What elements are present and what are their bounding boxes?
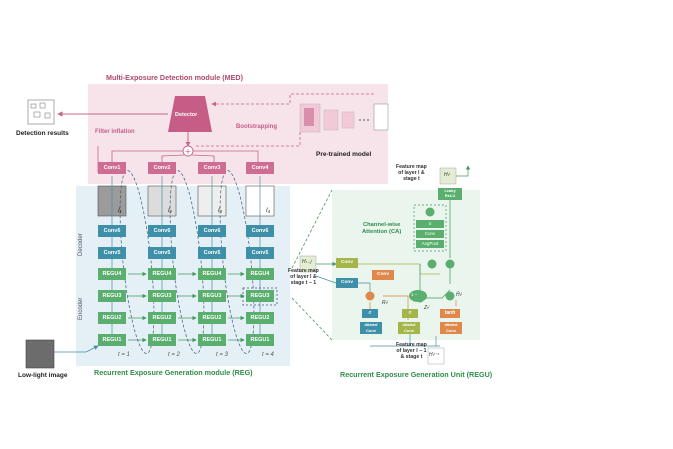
time-label-3: t = 3 — [216, 352, 228, 358]
regu4-block-col3: REGU4 — [198, 268, 226, 280]
regu-conv-orange: Conv — [372, 270, 394, 280]
regu1-block-col1: REGU1 — [98, 334, 126, 346]
conv3-block: Conv3 — [198, 162, 226, 174]
conv5-block-col4: Conv5 — [246, 247, 274, 259]
time-label-2: t = 2 — [168, 352, 180, 358]
h-hat-label: Ĥₜˡ — [456, 292, 462, 298]
conv6-block-col1: Conv6 — [98, 225, 126, 237]
img-label-3: I₃ — [218, 208, 223, 214]
regu1-block-col4: REGU1 — [246, 334, 274, 346]
regu1-block-col3: REGU1 — [198, 334, 226, 346]
pretrained-model-graphic — [299, 103, 389, 133]
ca-label: Channel-wise Attention (CA) — [362, 222, 402, 235]
regu-title: Recurrent Exposure Generation Unit (REGU… — [340, 370, 493, 379]
conv5-block-col2: Conv5 — [148, 247, 176, 259]
regu3-block-col1: REGU3 — [98, 290, 126, 302]
img-label-4: I₄ — [266, 208, 271, 214]
dilated-conv-1: dilated Conv — [360, 322, 382, 334]
time-label-1: t = 1 — [118, 352, 130, 358]
conv6-block-col2: Conv6 — [148, 225, 176, 237]
regu3-block-col3: REGU3 — [198, 290, 226, 302]
filter-inflation-label: Filter inflation — [95, 129, 135, 135]
regu2-block-col2: REGU2 — [148, 312, 176, 324]
regu1-block-col2: REGU1 — [148, 334, 176, 346]
img-label-2: I₂ — [168, 208, 172, 214]
conv5-block-col1: Conv5 — [98, 247, 126, 259]
low-light-image — [25, 339, 55, 369]
regu-conv-olive: Conv — [336, 258, 358, 268]
regu2-block-col4: REGU2 — [246, 312, 274, 324]
time-label-4: t = 4 — [262, 352, 274, 358]
z-label: Zₜˡ — [424, 305, 429, 311]
ca-conv-block: Conv — [416, 230, 444, 238]
bootstrapping-label: Bootstrapping — [236, 124, 277, 130]
ca-avgpool-block: AvgPool — [416, 240, 444, 248]
conv4-block: Conv4 — [246, 162, 274, 174]
svg-text:+: + — [185, 147, 192, 156]
regu2-block-col1: REGU2 — [98, 312, 126, 324]
dilated-conv-3: dilated Conv — [440, 322, 462, 334]
regu2-block-col3: REGU2 — [198, 312, 226, 324]
fm-prev-layer-label: Feature map of layer l − 1 & stage t — [396, 342, 427, 360]
dilated-conv-2: dilated Conv — [398, 322, 420, 334]
conv5-block-col3: Conv5 — [198, 247, 226, 259]
img-label-1: I₁ — [118, 208, 122, 214]
regu-conv-teal: Conv — [336, 278, 358, 288]
pretrained-label: Pre-trained model — [316, 151, 372, 158]
detection-results-label: Detection results — [16, 130, 69, 137]
one-minus-op: 1 − — [411, 292, 418, 297]
fm-out-label: Feature map of layer l & stage t — [396, 164, 427, 182]
conv6-block-col4: Conv6 — [246, 225, 274, 237]
h-lower-label: Hₜˡ⁻¹ — [429, 352, 439, 358]
regu-unit-diagram — [299, 165, 471, 365]
regu4-block-col4: REGU4 — [246, 268, 274, 280]
reg-title: Recurrent Exposure Generation module (RE… — [94, 368, 253, 377]
leaky-relu-block: Leaky ReLU — [438, 188, 462, 200]
detector-label: Detector — [175, 112, 198, 118]
sigma-block-1: σ — [362, 309, 378, 318]
detection-results-image — [27, 99, 55, 125]
h-prev-label: Hₜ₋₁ˡ — [302, 259, 312, 265]
regu3-block-col4: REGU3 — [246, 290, 274, 302]
sigma-block-2: σ — [402, 309, 418, 318]
tanh-block: tanh — [440, 309, 460, 318]
conv2-block: Conv2 — [148, 162, 176, 174]
fm-prev-stage-label: Feature map of layer l & stage t − 1 — [288, 268, 319, 286]
conv1-block: Conv1 — [98, 162, 126, 174]
low-light-label: Low-light image — [18, 372, 68, 379]
regu4-block-col1: REGU4 — [98, 268, 126, 280]
decoder-label: Decoder — [78, 233, 84, 256]
regu3-block-col2: REGU3 — [148, 290, 176, 302]
r-label: Rₜˡ — [382, 300, 388, 306]
conv6-block-col3: Conv6 — [198, 225, 226, 237]
encoder-label: Encoder — [78, 297, 84, 320]
regu4-block-col2: REGU4 — [148, 268, 176, 280]
detector-block — [168, 96, 212, 132]
ca-sigma-block: σ — [416, 220, 444, 228]
med-title: Multi-Exposure Detection module (MED) — [106, 73, 243, 82]
h-out-label: Hₜˡ — [444, 172, 450, 178]
med-panel — [88, 84, 388, 184]
